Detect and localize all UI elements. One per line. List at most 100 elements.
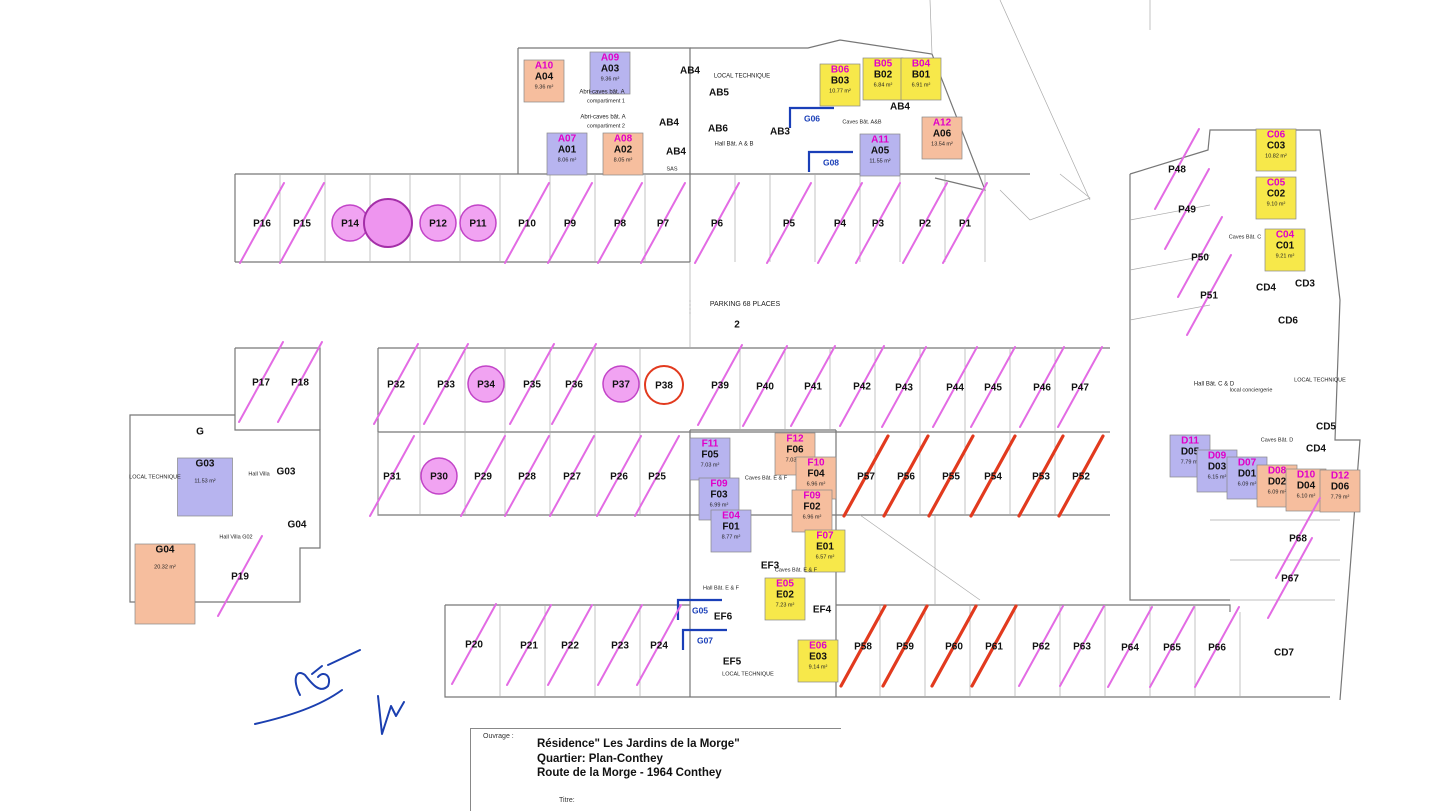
spot-stripe [697, 344, 743, 426]
spot-label: P3 [872, 219, 885, 230]
spot-label: P4 [834, 219, 847, 230]
parking-spot-p39: P39 [697, 344, 743, 426]
parking-spot-p12: P12 [419, 204, 457, 242]
room-label: AB4 [680, 66, 700, 77]
spot-stripe [504, 182, 550, 264]
parking-spot-p59: P59 [881, 604, 929, 688]
parking-spot-p67: P67 [1267, 537, 1313, 619]
cellar-fill [804, 529, 846, 573]
spot-label: P27 [563, 472, 581, 483]
spot-stripe [1059, 605, 1105, 687]
cellar-sub: C03 [1267, 141, 1286, 152]
cellar-area: 11.53 m² [194, 478, 215, 484]
cellar-area: 6.09 m² [1238, 481, 1257, 487]
spot-label: P22 [561, 641, 579, 652]
garage-code: G08 [823, 157, 839, 167]
cellar-code: F09 [710, 479, 728, 490]
garage-g06: G06 [788, 106, 834, 128]
spot-label: P8 [614, 219, 627, 230]
cellar-sub: F05 [701, 450, 719, 461]
parking-spot-cd7: CD7 [1274, 648, 1294, 659]
room-label: Hall Villa [248, 471, 270, 477]
spot-label: P44 [946, 383, 964, 394]
room-label: SAS [666, 166, 677, 172]
room-label: compartiment 2 [587, 123, 625, 129]
cellar-code: C05 [1267, 178, 1286, 189]
spot-stripe [969, 434, 1017, 518]
parking-spot-p34: P34 [467, 365, 505, 403]
parking-spot-p56: P56 [882, 434, 930, 518]
garage-outline [807, 150, 853, 172]
spot-stripe [1017, 434, 1065, 518]
spot-label: CD7 [1274, 648, 1294, 659]
title-line-2: Quartier: Plan-Conthey [537, 753, 663, 765]
spot-label: P48 [1168, 165, 1186, 176]
cellar-sub: D03 [1208, 462, 1227, 473]
room-label: G [196, 427, 204, 438]
cellar-sub: F03 [710, 490, 728, 501]
cellar-code: E06 [809, 641, 827, 652]
parking-spot-p48: P48 [1154, 128, 1200, 210]
spot-stripe [902, 182, 948, 264]
room-label: EF5 [723, 657, 742, 668]
spot-circle-marker [602, 365, 640, 403]
parking-spot-p30: P30 [420, 457, 458, 495]
cellar-area: 9.36 m² [535, 84, 554, 90]
parking-spot-p38: P38 [644, 365, 684, 405]
spot-label: P55 [942, 472, 960, 483]
spot-label: P64 [1121, 643, 1139, 654]
spot-label: P47 [1071, 383, 1089, 394]
spot-label: P15 [293, 219, 311, 230]
cellar-sub: A03 [601, 64, 620, 75]
cellar-area: 8.77 m² [722, 534, 741, 540]
spot-label: P50 [1191, 253, 1209, 264]
room-label: AB6 [708, 124, 728, 135]
spot-stripe [504, 435, 550, 517]
spot-circle-marker [459, 204, 497, 242]
room-label: G04 [288, 520, 307, 531]
spot-stripe [839, 604, 887, 688]
cellar-code: D12 [1331, 471, 1350, 482]
cellar-area: 6.91 m² [912, 82, 931, 88]
spot-stripe [1154, 128, 1200, 210]
spot-label: P63 [1073, 642, 1091, 653]
spot-label: P41 [804, 382, 822, 393]
spot-stripe [506, 604, 552, 686]
garage-outline [788, 106, 834, 128]
room-label: Caves Bât. D [1261, 437, 1293, 443]
spot-label: P10 [518, 219, 536, 230]
room-label: Hall Villa G02 [219, 534, 252, 540]
cellar-sub: F04 [807, 469, 825, 480]
spot-stripe [369, 435, 415, 517]
parking-spot-p21: P21 [506, 604, 552, 686]
cellar-area: 9.21 m² [1276, 253, 1295, 259]
cellar-code: E05 [776, 579, 794, 590]
ouvrage-label: Ouvrage : [483, 733, 514, 740]
spot-stripe [597, 182, 643, 264]
cellar-area: 7.23 m² [776, 602, 795, 608]
parking-spot-p43: P43 [881, 346, 927, 428]
parking-spot-p57: P57 [842, 434, 890, 518]
spot-circle-marker [363, 198, 413, 248]
spot-label: P1 [959, 219, 972, 230]
room-label: CD4 [1256, 283, 1276, 294]
room-label: Caves Bât. C [1229, 234, 1261, 240]
cellar-fill [819, 63, 861, 107]
spot-label: P59 [896, 642, 914, 653]
parking-spot-p36: P36 [551, 343, 597, 425]
cellar-fill [921, 116, 963, 160]
spot-stripe [277, 341, 323, 423]
room-label: AB4 [890, 102, 910, 113]
title-line-1: Résidence" Les Jardins de la Morge" [537, 738, 740, 750]
spot-label: P19 [231, 572, 249, 583]
spot-stripe [790, 345, 836, 427]
spot-stripe [549, 435, 595, 517]
